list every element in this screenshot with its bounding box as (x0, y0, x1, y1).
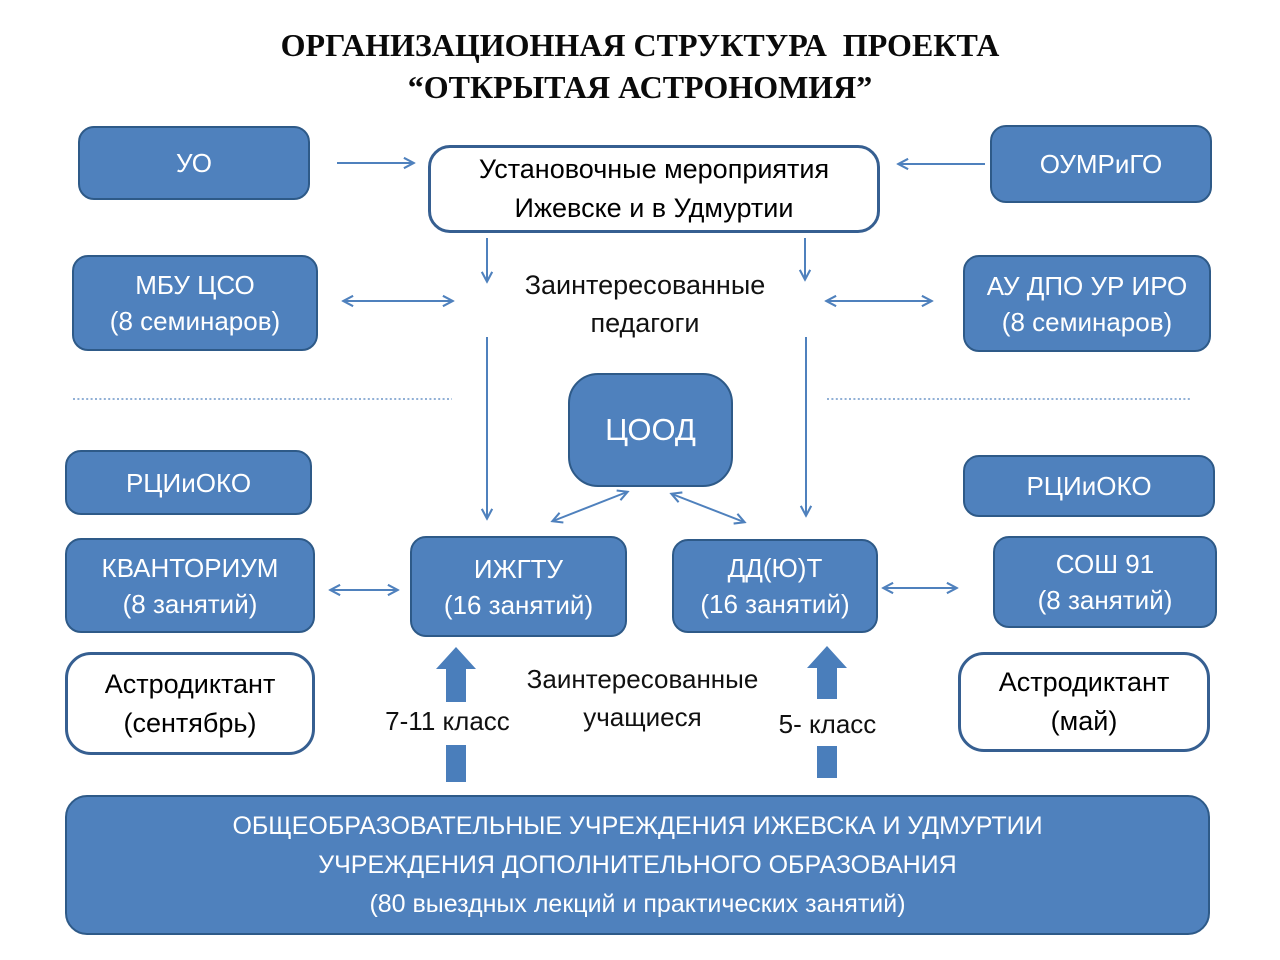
label-interested-teachers-line1: Заинтересованные (524, 270, 766, 300)
block-arrow-up-right-head (807, 646, 847, 699)
slide-title: ОРГАНИЗАЦИОННАЯ СТРУКТУРА ПРОЕКТА “ОТКРЫ… (0, 24, 1280, 108)
node-cood-label: ЦООД (605, 412, 696, 447)
block-arrow-up-left-head (436, 647, 476, 702)
node-sosh-91-line1: СОШ 91 (1055, 549, 1155, 579)
label-grades-7-11: 7-11 класс (370, 706, 525, 737)
label-grade-5-text: 5- класс (778, 709, 877, 739)
node-mbu-cso-line1: МБУ ЦСО (135, 270, 255, 300)
node-izhgtu-line1: ИЖГТУ (473, 553, 564, 584)
node-ddyut-line1: ДД(Ю)Т (727, 553, 823, 583)
node-ddyut-line2: (16 занятий) (700, 589, 850, 619)
label-interested-students-line1: Заинтересованные (526, 664, 759, 694)
node-rciioko-right-label: РЦИиОКО (1026, 471, 1152, 501)
node-rciioko-right: РЦИиОКО (963, 455, 1215, 517)
arrow-cood-izhgtu-both (553, 492, 627, 521)
node-astrodictant-september: Астродиктант (сентябрь) (65, 652, 315, 755)
node-astrodictant-may-line1: Астродиктант (998, 667, 1170, 697)
node-astrodictant-may-line2: (май) (1050, 706, 1118, 736)
node-setup-events: Установочные мероприятия Ижевске и в Удм… (428, 145, 880, 233)
node-uo: УО (78, 126, 310, 200)
node-au-dpo-ur-iro-line1: АУ ДПО УР ИРО (986, 270, 1188, 301)
label-interested-teachers-line2: педагоги (590, 308, 700, 338)
block-arrow-up-right-stem (817, 746, 837, 778)
arrow-cood-ddyut-both (672, 494, 744, 522)
node-kvantorium-line2: (8 занятий) (122, 588, 258, 619)
block-arrow-up-left-stem (446, 745, 466, 782)
node-general-education-institutions: ОБЩЕОБРАЗОВАТЕЛЬНЫЕ УЧРЕЖДЕНИЯ ИЖЕВСКА И… (65, 795, 1210, 935)
node-setup-events-line1: Установочные мероприятия (478, 154, 830, 184)
label-interested-teachers: Заинтересованные педагоги (480, 266, 810, 342)
node-kvantorium-line1: КВАНТОРИУМ (101, 552, 279, 583)
node-astrodictant-september-line1: Астродиктант (104, 668, 276, 699)
node-general-education-institutions-line2: УЧРЕЖДЕНИЯ ДОПОЛНИТЕЛЬНОГО ОБРАЗОВАНИЯ (318, 850, 957, 879)
node-rciioko-left: РЦИиОКО (65, 450, 312, 515)
node-astrodictant-september-line2: (сентябрь) (123, 707, 257, 738)
node-ddyut: ДД(Ю)Т (16 занятий) (672, 539, 878, 633)
label-interested-students-line2: учащиеся (583, 702, 702, 732)
node-sosh-91-line2: (8 занятий) (1037, 585, 1173, 615)
node-oumrigo: ОУМРиГО (990, 125, 1212, 203)
node-au-dpo-ur-iro: АУ ДПО УР ИРО (8 семинаров) (963, 255, 1211, 352)
slide-title-line1: ОРГАНИЗАЦИОННАЯ СТРУКТУРА ПРОЕКТА (280, 27, 1000, 63)
node-oumrigo-label: ОУМРиГО (1039, 149, 1163, 179)
node-astrodictant-may: Астродиктант (май) (958, 652, 1210, 752)
node-cood: ЦООД (568, 373, 733, 487)
node-rciioko-left-label: РЦИиОКО (125, 467, 252, 498)
node-general-education-institutions-line1: ОБЩЕОБРАЗОВАТЕЛЬНЫЕ УЧРЕЖДЕНИЯ ИЖЕВСКА И… (232, 811, 1043, 840)
slide-title-line2: “ОТКРЫТАЯ АСТРОНОМИЯ” (407, 69, 873, 105)
node-kvantorium: КВАНТОРИУМ (8 занятий) (65, 538, 315, 633)
node-mbu-cso: МБУ ЦСО (8 семинаров) (72, 255, 318, 351)
node-izhgtu-line2: (16 занятий) (443, 589, 594, 620)
node-general-education-institutions-line3: (80 выездных лекций и практических занят… (369, 889, 906, 918)
node-au-dpo-ur-iro-line2: (8 семинаров) (1001, 306, 1173, 337)
node-uo-label: УО (176, 148, 212, 178)
node-mbu-cso-line2: (8 семинаров) (109, 306, 281, 336)
label-grades-7-11-text: 7-11 класс (385, 706, 510, 736)
label-interested-students: Заинтересованные учащиеся (500, 660, 785, 736)
node-sosh-91: СОШ 91 (8 занятий) (993, 536, 1217, 628)
label-grade-5: 5- класс (755, 709, 900, 740)
node-izhgtu: ИЖГТУ (16 занятий) (410, 536, 627, 637)
node-setup-events-line2: Ижевске и в Удмуртии (514, 193, 794, 223)
